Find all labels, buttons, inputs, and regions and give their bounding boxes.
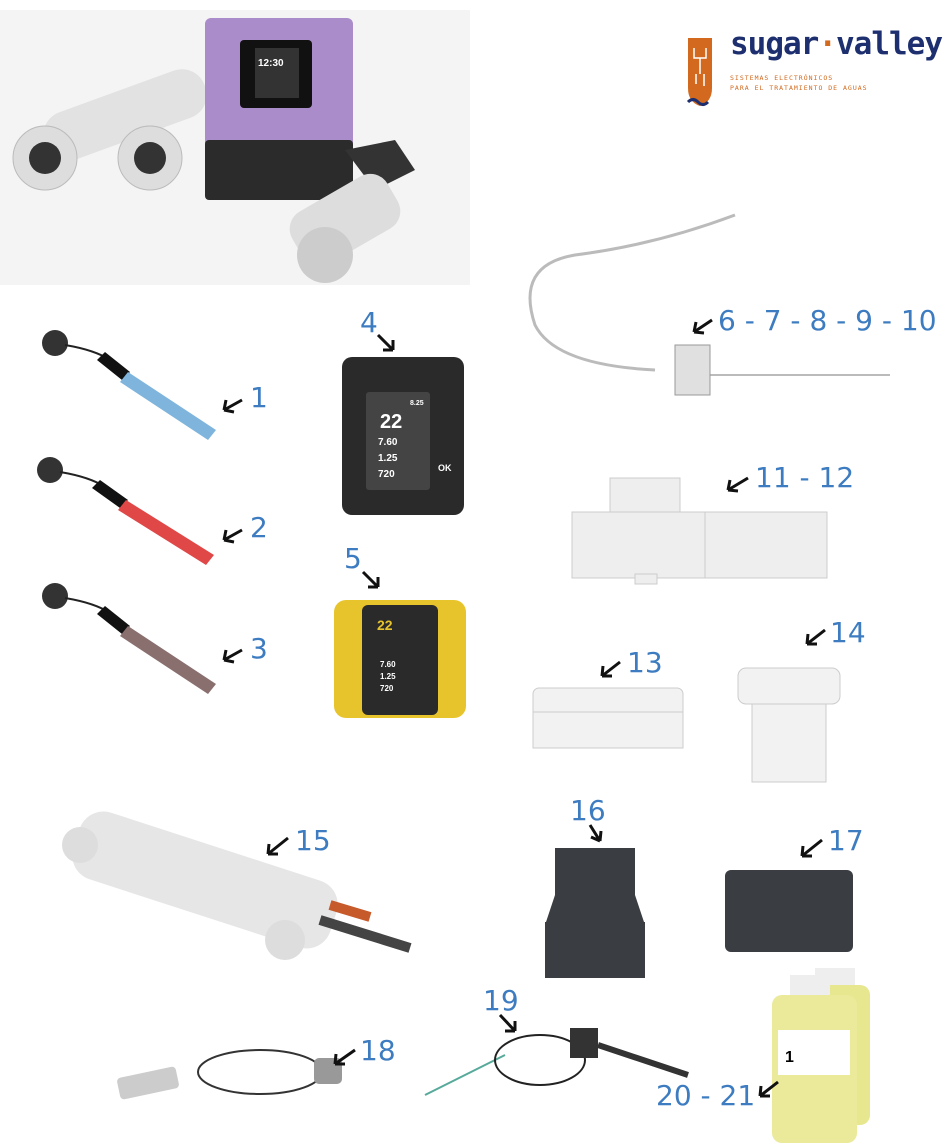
arrow-icon [758, 1080, 779, 1098]
part-label-11-12: 11 - 12 [755, 461, 855, 494]
part-label-19: 19 [483, 984, 519, 1017]
arrow-icon [376, 333, 395, 352]
arrow-icon [222, 648, 243, 664]
svg-text:22: 22 [377, 617, 393, 633]
brand-tagline-1: SISTEMAS ELECTRÓNICOS [730, 74, 834, 82]
svg-text:7.60: 7.60 [378, 437, 398, 448]
arrow-icon [361, 570, 380, 589]
part-label-18: 18 [360, 1034, 396, 1067]
reducer-sleeve-image [545, 848, 645, 978]
svg-text:7.60: 7.60 [380, 660, 396, 669]
arrow-icon [266, 836, 289, 856]
red-probe-image [37, 457, 214, 565]
black-panel-image: 22 8.25 7.60 1.25 720 OK [342, 357, 464, 515]
svg-text:1.25: 1.25 [378, 453, 398, 464]
brand-tagline-2: PARA EL TRATAMIENTO DE AGUAS [730, 84, 868, 92]
yellow-panel-image: 22 7.60 1.25 720 [334, 600, 466, 718]
part-label-20-21: 20 - 21 [656, 1079, 756, 1112]
brand-dot: · [818, 26, 837, 62]
brand-name-right: valley [836, 26, 943, 62]
electrolysis-cell-image [62, 811, 412, 960]
calibration-bottles-image: 1 [772, 968, 870, 1143]
part-label-6-10: 6 - 7 - 8 - 9 - 10 [718, 304, 937, 337]
threaded-nut-image [532, 687, 684, 749]
part-label-5: 5 [344, 542, 362, 575]
svg-text:720: 720 [380, 684, 394, 693]
probe-holder-cap-image [737, 667, 841, 783]
brand-name: sugar·valley [730, 26, 943, 62]
part-label-14: 14 [830, 616, 866, 649]
part-label-13: 13 [627, 646, 663, 679]
arrow-icon [800, 838, 823, 858]
sleeve-image [725, 870, 853, 952]
svg-text:8.25: 8.25 [410, 400, 424, 407]
arrow-icon [222, 398, 243, 414]
blue-probe-image [42, 330, 216, 440]
arrow-icon [600, 660, 621, 678]
svg-text:22: 22 [380, 411, 402, 433]
arrow-icon [692, 318, 713, 335]
part-label-15: 15 [295, 824, 331, 857]
arrow-icon [726, 476, 749, 493]
part-label-17: 17 [828, 824, 864, 857]
svg-text:12:30: 12:30 [258, 58, 284, 69]
svg-text:1.25: 1.25 [380, 672, 396, 681]
tee-fitting-image [571, 477, 828, 585]
cable-probe-holder-image [528, 213, 890, 396]
part-label-16: 16 [570, 794, 606, 827]
arrow-icon [333, 1048, 356, 1066]
temperature-sensor-image [117, 1049, 342, 1100]
arrow-icon [222, 528, 243, 544]
arrow-icon [498, 1013, 517, 1033]
pointer-arrows [222, 318, 826, 1098]
svg-text:720: 720 [378, 469, 395, 480]
part-label-2: 2 [250, 511, 268, 544]
hero-system-image: 12:30 [0, 10, 470, 285]
bottle-label: 1 [785, 1049, 794, 1066]
svg-text:OK: OK [438, 463, 452, 473]
brand-name-left: sugar [730, 26, 819, 62]
part-label-3: 3 [250, 632, 268, 665]
arrow-icon [805, 628, 826, 646]
part-label-1: 1 [250, 381, 268, 414]
arrow-icon [588, 824, 603, 843]
brown-probe-image [42, 583, 216, 694]
flow-sensor-image [424, 1028, 689, 1096]
part-label-4: 4 [360, 306, 378, 339]
